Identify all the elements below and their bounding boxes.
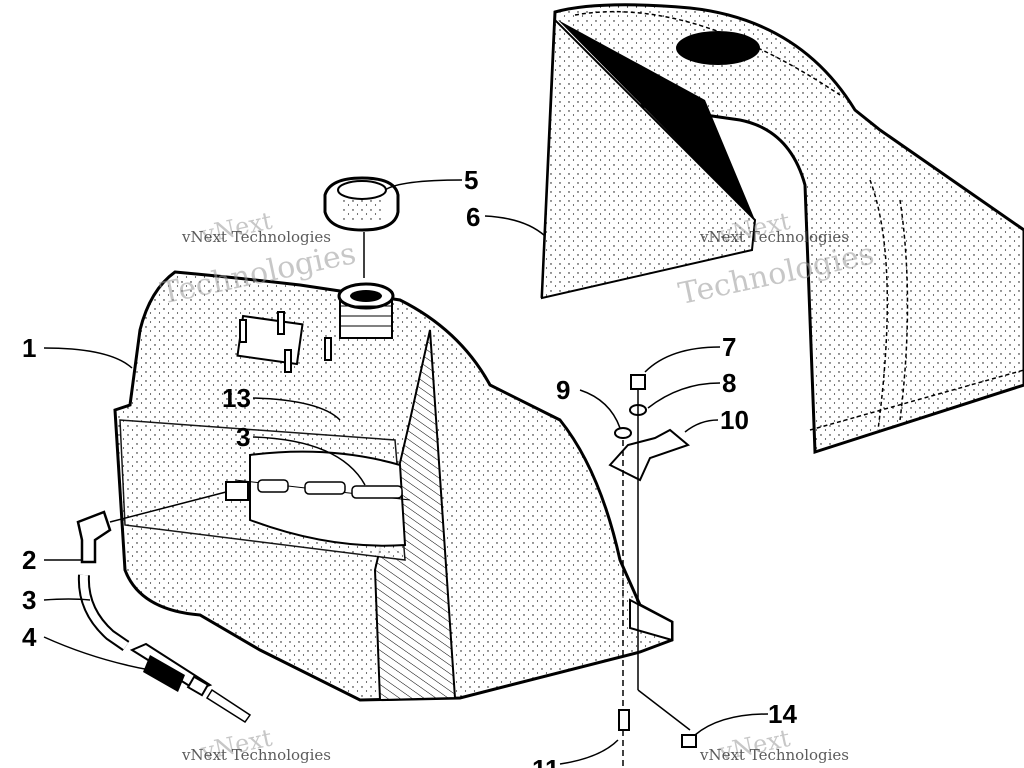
callout-1: 1 — [22, 333, 36, 363]
callout-2: 2 — [22, 545, 36, 575]
tank-mount-plate — [236, 314, 304, 366]
fuel-cap — [323, 176, 400, 278]
fuel-hose — [77, 574, 130, 651]
callout-6: 6 — [466, 202, 480, 232]
callout-5: 5 — [464, 165, 478, 195]
watermark-company-4: vNext Technologies — [699, 746, 849, 764]
callouts: 1 2 3 3 4 5 6 7 8 9 10 11 13 14 — [22, 165, 797, 768]
watermark-bottom-left: vNext vNext Technologies — [181, 724, 331, 767]
callout-13: 13 — [222, 383, 251, 413]
elbow-fitting — [76, 491, 227, 564]
watermark-company-1: vNext Technologies — [181, 228, 331, 246]
fuel-tank — [113, 270, 674, 702]
callout-11: 11 — [532, 754, 560, 768]
callout-14: 14 — [768, 699, 797, 729]
hardware-stack — [608, 374, 697, 768]
internal-filters — [257, 479, 403, 499]
watermark-company-3: vNext Technologies — [181, 746, 331, 764]
callout-3b: 3 — [236, 422, 250, 452]
leader-lines — [43, 179, 769, 765]
callout-9: 9 — [556, 375, 570, 405]
watermark-company-2: vNext Technologies — [699, 228, 849, 246]
washer-9 — [614, 427, 632, 439]
callout-3: 3 — [22, 585, 36, 615]
filler-neck — [337, 282, 395, 339]
callout-10: 10 — [720, 405, 749, 435]
bracket-10 — [608, 428, 691, 482]
bolt-11 — [618, 709, 630, 731]
watermark-bottom-right: vNext vNext Technologies — [699, 724, 849, 767]
callout-8: 8 — [722, 368, 736, 398]
fuel-filter — [129, 642, 252, 724]
tank-outlet-fitting — [225, 481, 249, 501]
callout-4: 4 — [22, 622, 37, 652]
callout-7: 7 — [722, 332, 736, 362]
tank-studs — [239, 311, 332, 373]
seat-opening — [676, 31, 760, 65]
nut-7 — [630, 374, 646, 390]
seat-cover — [540, 3, 1024, 455]
nut-14 — [681, 734, 697, 748]
